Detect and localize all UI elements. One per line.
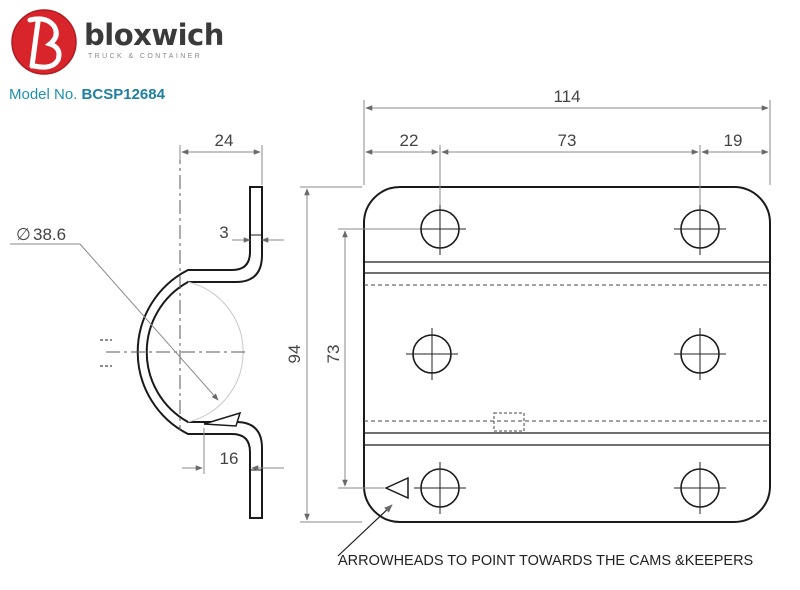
hole-bottom-left [414,462,466,514]
dim-overall-width: 114 [553,87,580,106]
note-leader: ARROWHEADS TO POINT TOWARDS THE CAMS &KE… [337,504,753,569]
plate-outline [363,186,771,523]
dim-vertical-spacing: 73 [324,345,343,364]
dim-flange: 16 [220,449,239,468]
dim-diameter-symbol: ∅ [16,225,31,244]
model-number-line: Model No. BCSP12684 [9,86,165,103]
dim-right-offset: 19 [724,131,743,150]
brand-tagline: TRUCK & CONTAINER [88,53,203,60]
dim-hole-spacing: 73 [558,131,577,150]
hole-mid-right [674,328,726,380]
side-profile-dimensions: 24 3 ∅ 38.6 16 [10,131,284,474]
cam-arrowhead-icon [203,411,242,427]
hole-mid-left [406,328,458,380]
mounting-holes [406,203,726,514]
front-plate-view [363,186,771,523]
hole-top-left [414,203,466,255]
dim-diameter: 38.6 [33,225,66,244]
hole-bottom-right [674,462,726,514]
dim-profile-width: 24 [215,131,234,150]
dim-left-offset: 22 [400,131,419,150]
model-label: Model No. [9,86,78,103]
brand-name: bloxwich [84,18,224,52]
assembly-note: ARROWHEADS TO POINT TOWARDS THE CAMS &KE… [338,553,753,569]
model-number: BCSP12684 [81,86,165,103]
plate-dimensions: 114 22 73 19 94 73 [285,87,771,523]
plate-arrowhead-icon [384,476,409,500]
hole-top-right [674,203,726,255]
dim-height: 94 [285,345,304,364]
header: bloxwich TRUCK & CONTAINER Model No. BCS… [0,0,800,120]
dim-thickness: 3 [219,223,228,242]
bloxwich-logo-icon [11,9,77,75]
profile-outline [136,186,263,519]
